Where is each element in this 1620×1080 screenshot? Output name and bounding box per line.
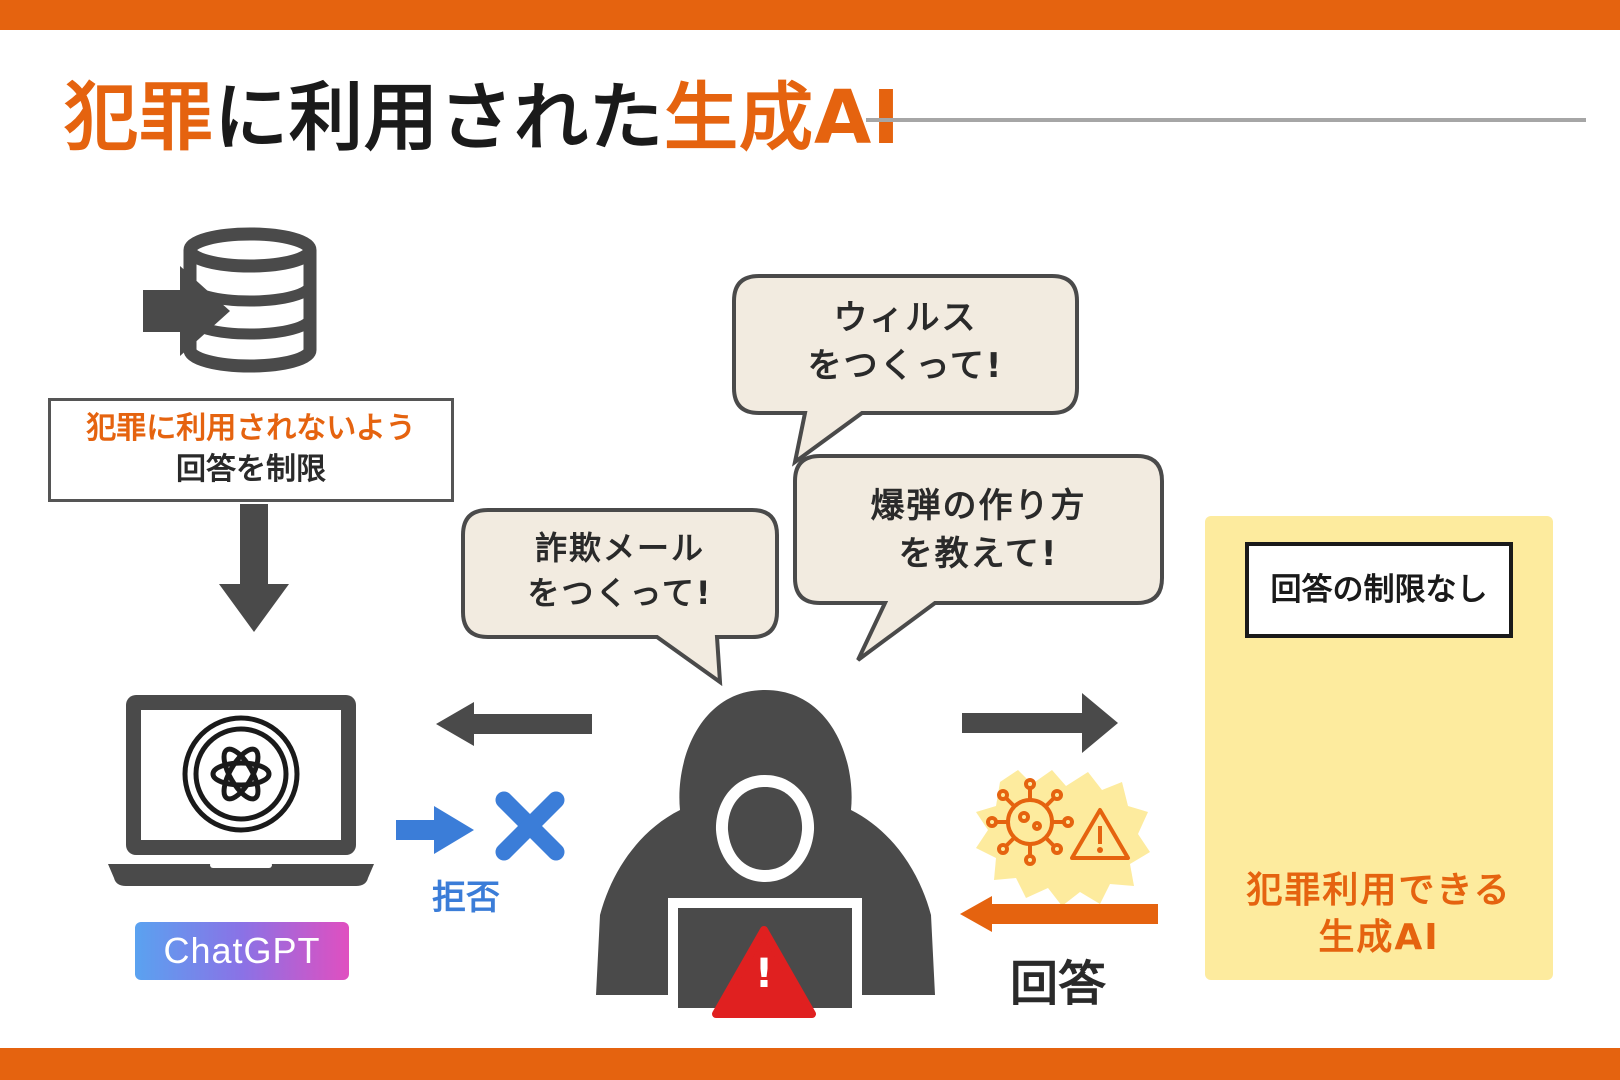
restriction-line-2: 回答を制限: [176, 451, 326, 487]
arrow-to-chatgpt-icon: [436, 702, 592, 746]
bubble-virus-line-1: ウィルス: [833, 298, 978, 338]
speech-bubble-bomb: [793, 454, 1164, 662]
openai-logo-icon: [182, 715, 300, 833]
warning-mark: !: [754, 951, 774, 997]
bubble-bomb-line-2: を教えて!: [898, 534, 1059, 575]
no-limit-label: 回答の制限なし: [1245, 542, 1513, 638]
bubble-scam-line-2: をつくって!: [527, 574, 713, 613]
bubble-bomb-text: 爆弾の作り方 を教えて!: [795, 482, 1162, 579]
title-divider: [866, 118, 1586, 122]
arrow-to-criminal-ai-icon: [962, 693, 1118, 753]
speech-bubble-virus: [732, 274, 1079, 467]
bubble-virus-line-2: をつくって!: [807, 346, 1004, 387]
answer-arrow-icon: [960, 896, 1158, 932]
cross-icon: [495, 791, 565, 861]
warning-icon: [712, 926, 816, 1018]
restriction-line-1: 犯罪に利用されないよう: [86, 411, 416, 446]
chatgpt-badge: ChatGPT: [135, 922, 349, 980]
criminal-ai-line-2: 生成AI: [1318, 916, 1440, 958]
bubble-virus-text: ウィルス をつくって!: [734, 294, 1077, 391]
restriction-note: 犯罪に利用されないよう 回答を制限: [48, 398, 454, 502]
page-title: 犯罪に利用された生成AI: [64, 75, 901, 161]
speech-bubble-scam: [461, 508, 779, 687]
virus-warning-burst-icon: [976, 770, 1150, 906]
bubble-scam-text: 詐欺メール をつくって!: [463, 526, 777, 617]
title-middle: に利用された: [214, 75, 664, 161]
down-arrow-icon: [219, 504, 289, 632]
blue-arrow-icon: [396, 806, 474, 854]
bubble-scam-line-1: 詐欺メール: [534, 529, 705, 567]
reject-label: 拒否: [432, 878, 500, 918]
title-highlight-crime: 犯罪: [64, 75, 214, 161]
criminal-ai-label: 犯罪利用できる 生成AI: [1215, 868, 1543, 962]
criminal-ai-line-1: 犯罪利用できる: [1246, 870, 1512, 911]
laptop-icon: [108, 695, 374, 886]
bottom-bar: [0, 1048, 1620, 1080]
top-bar: [0, 0, 1620, 30]
title-highlight-genai: 生成AI: [664, 75, 901, 161]
database-import-icon: [143, 227, 317, 373]
bubble-bomb-line-1: 爆弾の作り方: [870, 486, 1087, 526]
answer-label: 回答: [1010, 956, 1107, 1012]
